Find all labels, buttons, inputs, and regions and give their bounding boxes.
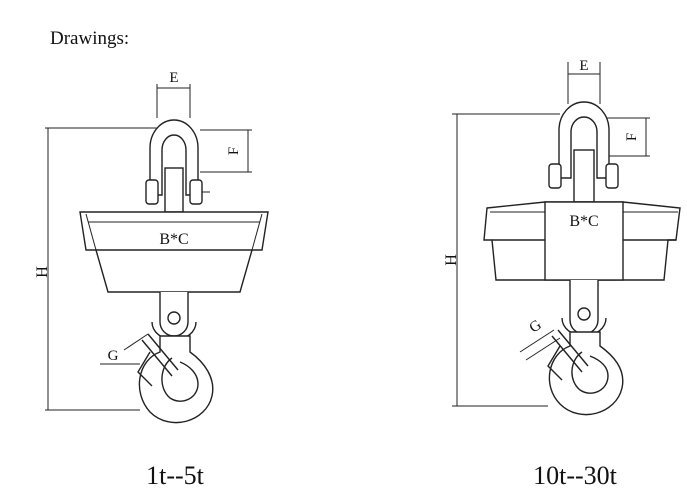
- dimension-h-label: H: [34, 266, 51, 278]
- dimension-f-label: F: [226, 147, 242, 155]
- body-label-bc: B*C: [159, 231, 188, 248]
- dimension-h-label: H: [443, 254, 460, 266]
- scale-drawing-large: H E F B*C: [443, 58, 681, 490]
- hook-link: [151, 292, 197, 341]
- scale-body: B*C: [483, 201, 681, 281]
- dimension-e-label: E: [169, 70, 178, 86]
- dimension-g: G: [100, 333, 149, 365]
- scale-drawing-small: H E F: [34, 70, 269, 490]
- dimension-f: F: [604, 117, 650, 157]
- body-label-bc: B*C: [569, 213, 598, 230]
- dimension-g-label: G: [527, 317, 545, 336]
- dimension-h: H: [34, 127, 165, 411]
- hook: [547, 329, 624, 416]
- dimension-h: H: [443, 113, 560, 407]
- drawings-heading: Drawings:: [50, 28, 129, 49]
- shackle: [548, 101, 619, 203]
- caption-small: 1t--5t: [146, 461, 205, 490]
- dimension-e: E: [156, 70, 191, 118]
- hook-link: [561, 280, 607, 337]
- caption-large: 10t--30t: [533, 461, 618, 490]
- dimension-f-label: F: [624, 133, 640, 141]
- hook: [137, 333, 214, 424]
- dimension-f: F: [200, 129, 252, 173]
- dimension-e: E: [567, 58, 601, 104]
- shackle: [145, 119, 210, 213]
- dimension-e-label: E: [579, 58, 588, 74]
- scale-body: B*C: [79, 211, 269, 293]
- dimension-g-label: G: [108, 348, 119, 364]
